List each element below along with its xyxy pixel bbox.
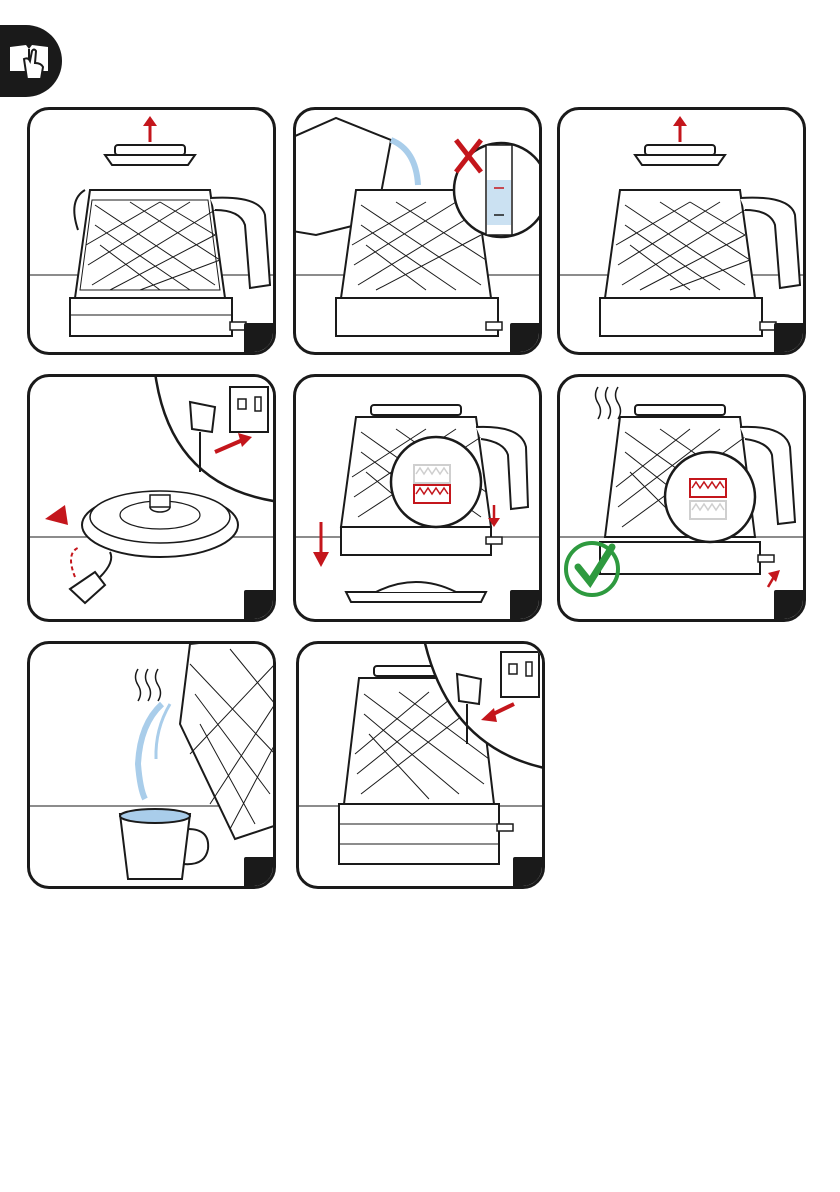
step-number-box	[244, 857, 274, 887]
manual-corner-tab	[0, 25, 62, 97]
unplug-kettle-illustration	[299, 644, 542, 886]
step-panel-1	[27, 107, 276, 355]
book-hand-icon	[6, 37, 52, 83]
step-number-box	[510, 590, 540, 620]
step-number-box	[774, 590, 804, 620]
step-number-box	[510, 323, 540, 353]
step-number-box	[244, 323, 274, 353]
step-panel-5	[293, 374, 542, 622]
kettle-lid-lift-illustration	[30, 110, 273, 352]
step-panel-3	[557, 107, 806, 355]
kettle-fill-illustration	[296, 110, 539, 352]
step-panel-8	[296, 641, 545, 889]
step-number-box	[513, 857, 543, 887]
step-number-box	[774, 323, 804, 353]
step-number-box	[244, 590, 274, 620]
step-panel-2	[293, 107, 542, 355]
kettle-boiled-illustration	[560, 377, 803, 619]
step-panel-7	[27, 641, 276, 889]
kettle-lid-close-illustration	[560, 110, 803, 352]
base-plug-in-illustration	[30, 377, 273, 619]
step-panel-4	[27, 374, 276, 622]
kettle-on-base-illustration	[296, 377, 539, 619]
pour-into-mug-illustration	[30, 644, 273, 886]
step-panel-6	[557, 374, 806, 622]
